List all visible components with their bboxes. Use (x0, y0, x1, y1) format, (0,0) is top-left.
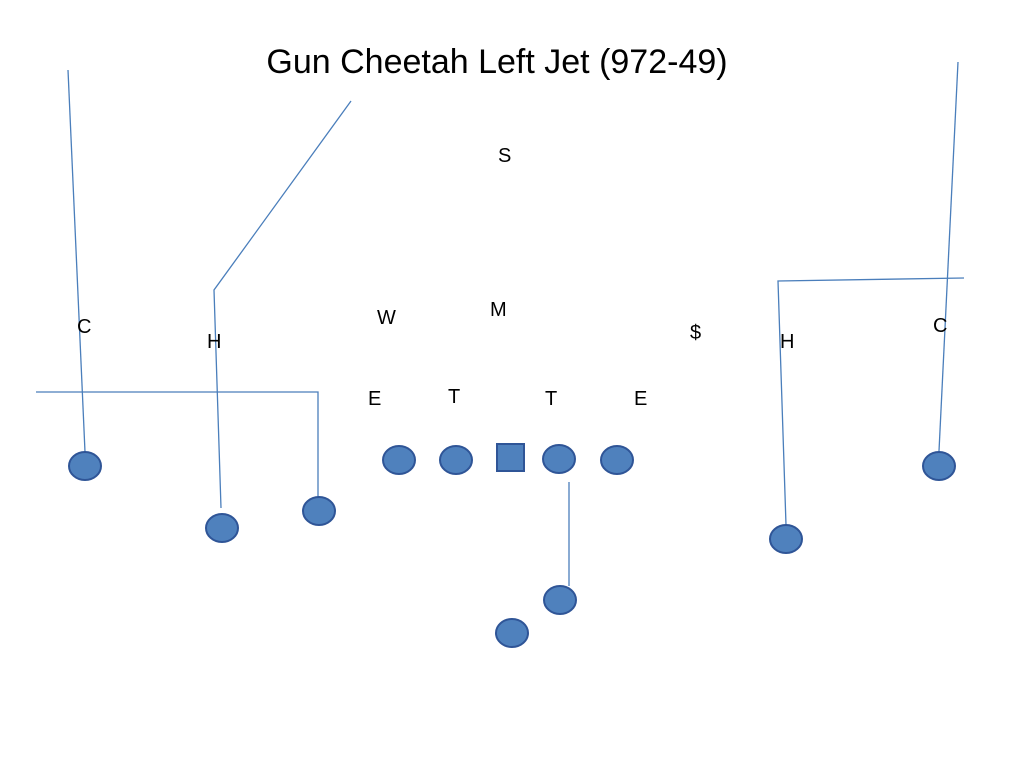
offense (68, 443, 956, 648)
player-slot-receiver-left (205, 513, 239, 543)
defender-h-left: H (207, 331, 221, 353)
routes (36, 61, 965, 586)
defender-h-right: H (780, 331, 794, 353)
defender-w: W (377, 307, 396, 329)
player-running-back (543, 585, 577, 615)
player-right-tackle (600, 445, 634, 475)
route-jet-motion (36, 391, 319, 497)
defender-c-left: C (77, 316, 91, 338)
defender-s: S (498, 145, 511, 167)
route-receiver-right-wide (938, 61, 959, 452)
route-receiver-right-slot (777, 277, 965, 526)
defender-e-right: E (634, 388, 647, 410)
defense: S W M $ C H H C E T T E (77, 145, 947, 410)
player-quarterback (495, 618, 529, 648)
play-title: Gun Cheetah Left Jet (972-49) (266, 43, 728, 81)
defender-t-right: T (545, 388, 557, 410)
player-right-guard (542, 444, 576, 474)
player-wide-receiver-left (68, 451, 102, 481)
player-center (496, 443, 525, 472)
player-left-tackle (382, 445, 416, 475)
player-jet-receiver-left (302, 496, 336, 526)
player-receiver-right-wide (922, 451, 956, 481)
defender-dollar: $ (690, 322, 701, 344)
player-receiver-right-slot (769, 524, 803, 554)
defender-t-left: T (448, 386, 460, 408)
defender-m: M (490, 299, 507, 321)
route-slot-receiver-left (213, 100, 352, 509)
defender-e-left: E (368, 388, 381, 410)
route-wide-receiver-left (67, 69, 86, 453)
player-left-guard (439, 445, 473, 475)
defender-c-right: C (933, 315, 947, 337)
